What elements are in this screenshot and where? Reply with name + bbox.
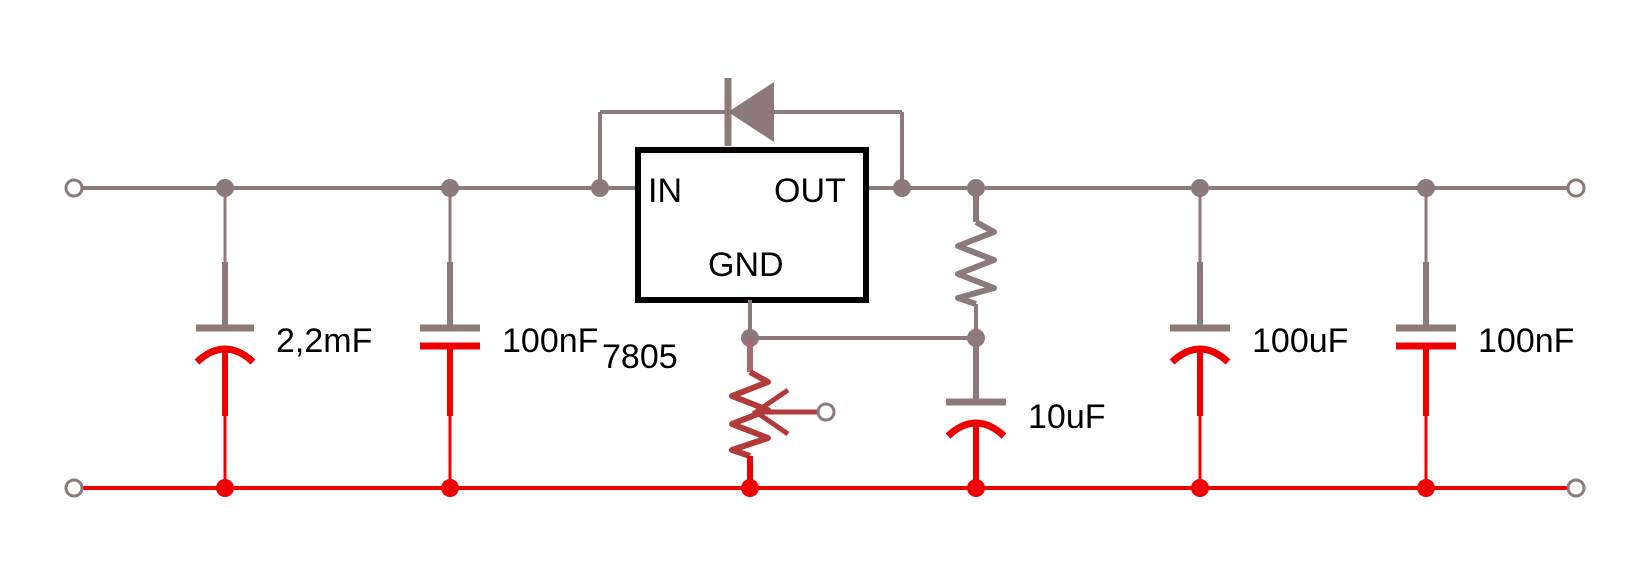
regulator-ic [600, 147, 902, 303]
capacitor-c4 [1169, 179, 1231, 497]
resistor-r1 [955, 179, 997, 338]
potentiometer-wiper-terminal[interactable] [816, 402, 836, 422]
c4-value-label: 100uF [1252, 322, 1348, 360]
c1-value-label: 2,2mF [276, 322, 372, 360]
capacitor-c2 [420, 179, 480, 497]
ic-pin-in-label: IN [648, 172, 682, 210]
adjust-node [741, 300, 985, 347]
input-ground-terminal[interactable] [64, 478, 84, 498]
ic-pin-gnd-label: GND [708, 246, 784, 284]
capacitor-c5 [1396, 179, 1456, 497]
potentiometer [729, 338, 822, 497]
output-positive-terminal[interactable] [1566, 178, 1586, 198]
capacitor-c1 [194, 179, 256, 497]
output-ground-terminal[interactable] [1566, 478, 1586, 498]
ic-pin-out-label: OUT [774, 172, 846, 210]
bypass-diode [591, 78, 911, 197]
c3-value-label: 10uF [1028, 398, 1106, 436]
c2-value-label: 100nF [502, 322, 598, 360]
c5-value-label: 100nF [1478, 322, 1574, 360]
ic-part-label: 7805 [602, 338, 678, 376]
input-positive-terminal[interactable] [64, 178, 84, 198]
capacitor-c3 [945, 338, 1007, 497]
